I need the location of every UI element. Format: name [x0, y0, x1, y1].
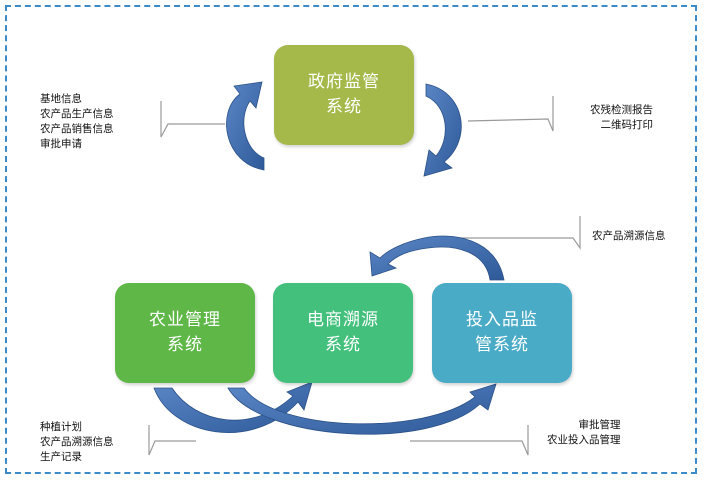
- curved-arrow-icon: [227, 383, 497, 435]
- callout-trace: [453, 216, 581, 250]
- ecommerce-trace-system-box: 电商溯源 系统: [273, 283, 413, 383]
- note-line: 农产品生产信息: [40, 108, 114, 120]
- box-label-line1: 政府监管: [308, 72, 380, 92]
- box-label-line1: 投入品监: [466, 310, 538, 330]
- note-line: 农业投入品管理: [547, 434, 621, 446]
- note-line: 审批申请: [40, 138, 82, 150]
- box-label-line2: 系统: [167, 335, 203, 355]
- callout-right-top: [467, 96, 554, 132]
- callout-bottom-right: [410, 425, 529, 456]
- gov-supervision-system-box: 政府监管 系统: [274, 45, 414, 145]
- box-label-line2: 系统: [326, 97, 362, 117]
- note-agri-outputs: 种植计划 农产品溯源信息 生产记录: [40, 420, 114, 465]
- note-line: 审批管理: [578, 419, 621, 431]
- curved-arrow-icon: [226, 81, 265, 171]
- box-label-line1: 农业管理: [149, 310, 221, 330]
- curved-arrow-icon: [423, 83, 462, 177]
- note-gov-inputs: 基地信息 农产品生产信息 农产品销售信息 审批申请: [40, 92, 114, 152]
- note-line: 二维码打印: [600, 119, 654, 131]
- diagram-frame: [5, 5, 697, 474]
- input-supervision-system-box: 投入品监 管系统: [432, 283, 572, 383]
- curved-arrow-icon: [369, 235, 505, 281]
- note-line: 农残检测报告: [590, 104, 653, 116]
- box-label-line1: 电商溯源: [307, 310, 379, 330]
- note-gov-outputs: 农残检测报告 二维码打印: [590, 103, 653, 133]
- note-line: 农产品溯源信息: [592, 230, 666, 242]
- note-trace-info: 农产品溯源信息: [592, 229, 666, 244]
- note-line: 生产记录: [40, 451, 82, 463]
- note-line: 农产品溯源信息: [40, 436, 114, 448]
- note-line: 种植计划: [40, 421, 82, 433]
- box-label-line2: 系统: [325, 335, 361, 355]
- curved-arrow-icon: [153, 381, 313, 433]
- note-input-functions: 审批管理 农业投入品管理: [547, 418, 621, 448]
- note-line: 农产品销售信息: [40, 123, 114, 135]
- note-line: 基地信息: [40, 93, 82, 105]
- agri-management-system-box: 农业管理 系统: [115, 283, 255, 383]
- callout-left-top: [160, 101, 225, 138]
- box-label-line2: 管系统: [475, 335, 529, 355]
- callout-bottom-left: [148, 425, 196, 456]
